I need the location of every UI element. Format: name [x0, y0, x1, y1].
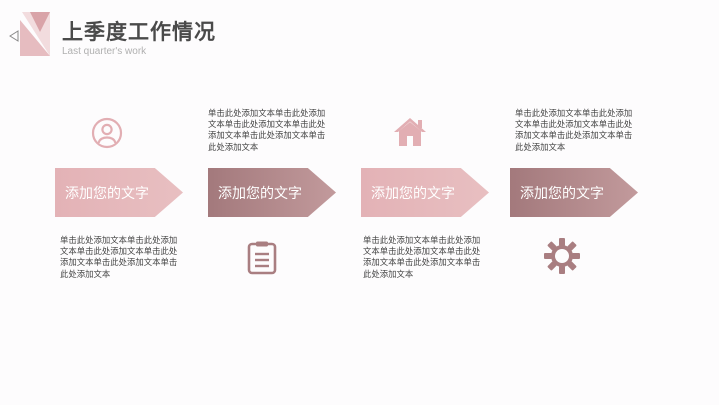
step-arrow-1[interactable]: 添加您的文字	[55, 168, 183, 217]
step-arrow-2[interactable]: 添加您的文字	[208, 168, 336, 217]
gear-icon	[543, 237, 581, 275]
home-icon	[393, 116, 427, 148]
step-label-2: 添加您的文字	[218, 186, 302, 202]
step-label-4: 添加您的文字	[520, 186, 604, 202]
step-description-4[interactable]: 单击此处添加文本单击此处添加文本单击此处添加文本单击此处添加文本单击此处添加文本…	[515, 108, 633, 152]
user-icon	[91, 117, 123, 149]
step-description-1[interactable]: 单击此处添加文本单击此处添加文本单击此处添加文本单击此处添加文本单击此处添加文本…	[60, 235, 178, 279]
decorative-triangle-logo	[6, 10, 52, 58]
document-icon	[247, 241, 277, 275]
step-arrow-3[interactable]: 添加您的文字	[361, 168, 489, 217]
page-subtitle: Last quarter's work	[62, 46, 147, 57]
step-label-1: 添加您的文字	[65, 186, 149, 202]
step-description-2[interactable]: 单击此处添加文本单击此处添加文本单击此处添加文本单击此处添加文本单击此处添加文本…	[208, 108, 326, 152]
step-description-3[interactable]: 单击此处添加文本单击此处添加文本单击此处添加文本单击此处添加文本单击此处添加文本…	[363, 235, 481, 279]
step-label-3: 添加您的文字	[371, 186, 455, 202]
page-title: 上季度工作情况	[62, 20, 216, 44]
step-arrow-4[interactable]: 添加您的文字	[510, 168, 638, 217]
